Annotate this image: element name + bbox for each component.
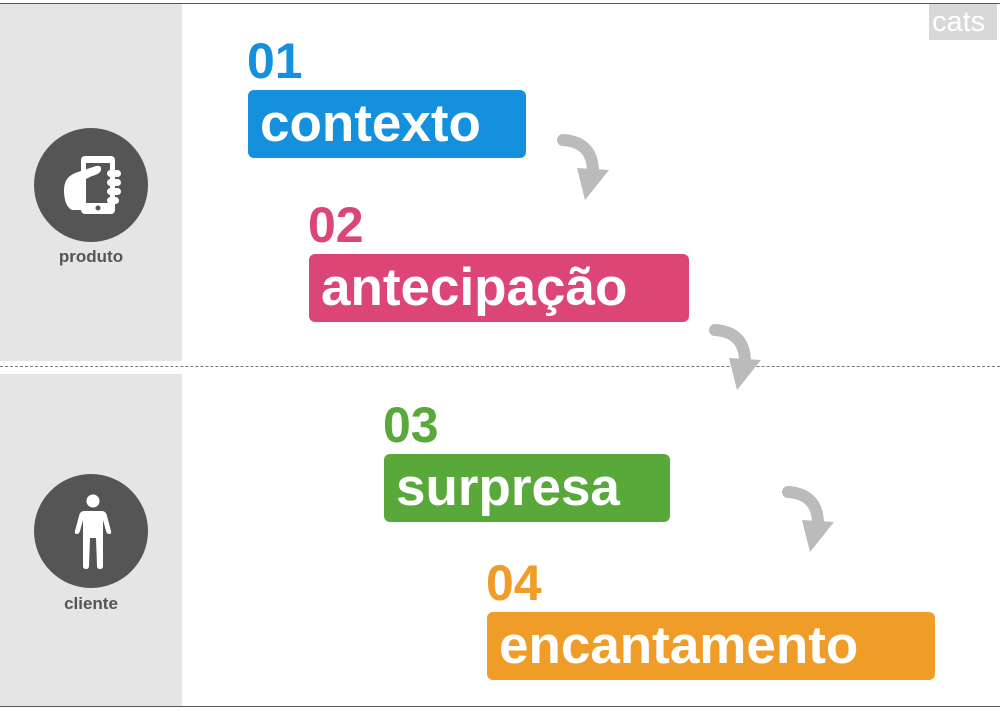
step-label-surpresa: surpresa (384, 454, 670, 522)
bottom-border (0, 706, 1000, 707)
logo-text: cats (932, 6, 986, 38)
cliente-icon-circle (34, 474, 148, 588)
section-divider (0, 366, 1000, 367)
curved-arrow-icon (709, 324, 761, 390)
step-number-02: 02 (308, 197, 364, 253)
curved-arrow-icon (557, 134, 609, 200)
hand-holding-phone-icon (64, 156, 121, 214)
person-icon (74, 494, 112, 569)
sidebar-section-produto: produto (0, 4, 182, 361)
produto-icon-circle (34, 128, 148, 242)
step-label-antecipacao: antecipação (309, 254, 689, 322)
cliente-label: cliente (64, 594, 118, 613)
step-number-04: 04 (486, 555, 542, 611)
sidebar-section-cliente: cliente (0, 374, 182, 706)
curved-arrow-icon (782, 486, 834, 552)
step-label-encantamento: encantamento (487, 612, 935, 680)
top-border (0, 3, 1000, 4)
step-number-01: 01 (247, 33, 303, 89)
step-label-contexto: contexto (248, 90, 526, 158)
produto-label: produto (58, 247, 124, 266)
cats-logo: cats (929, 4, 997, 40)
step-number-03: 03 (383, 397, 439, 453)
